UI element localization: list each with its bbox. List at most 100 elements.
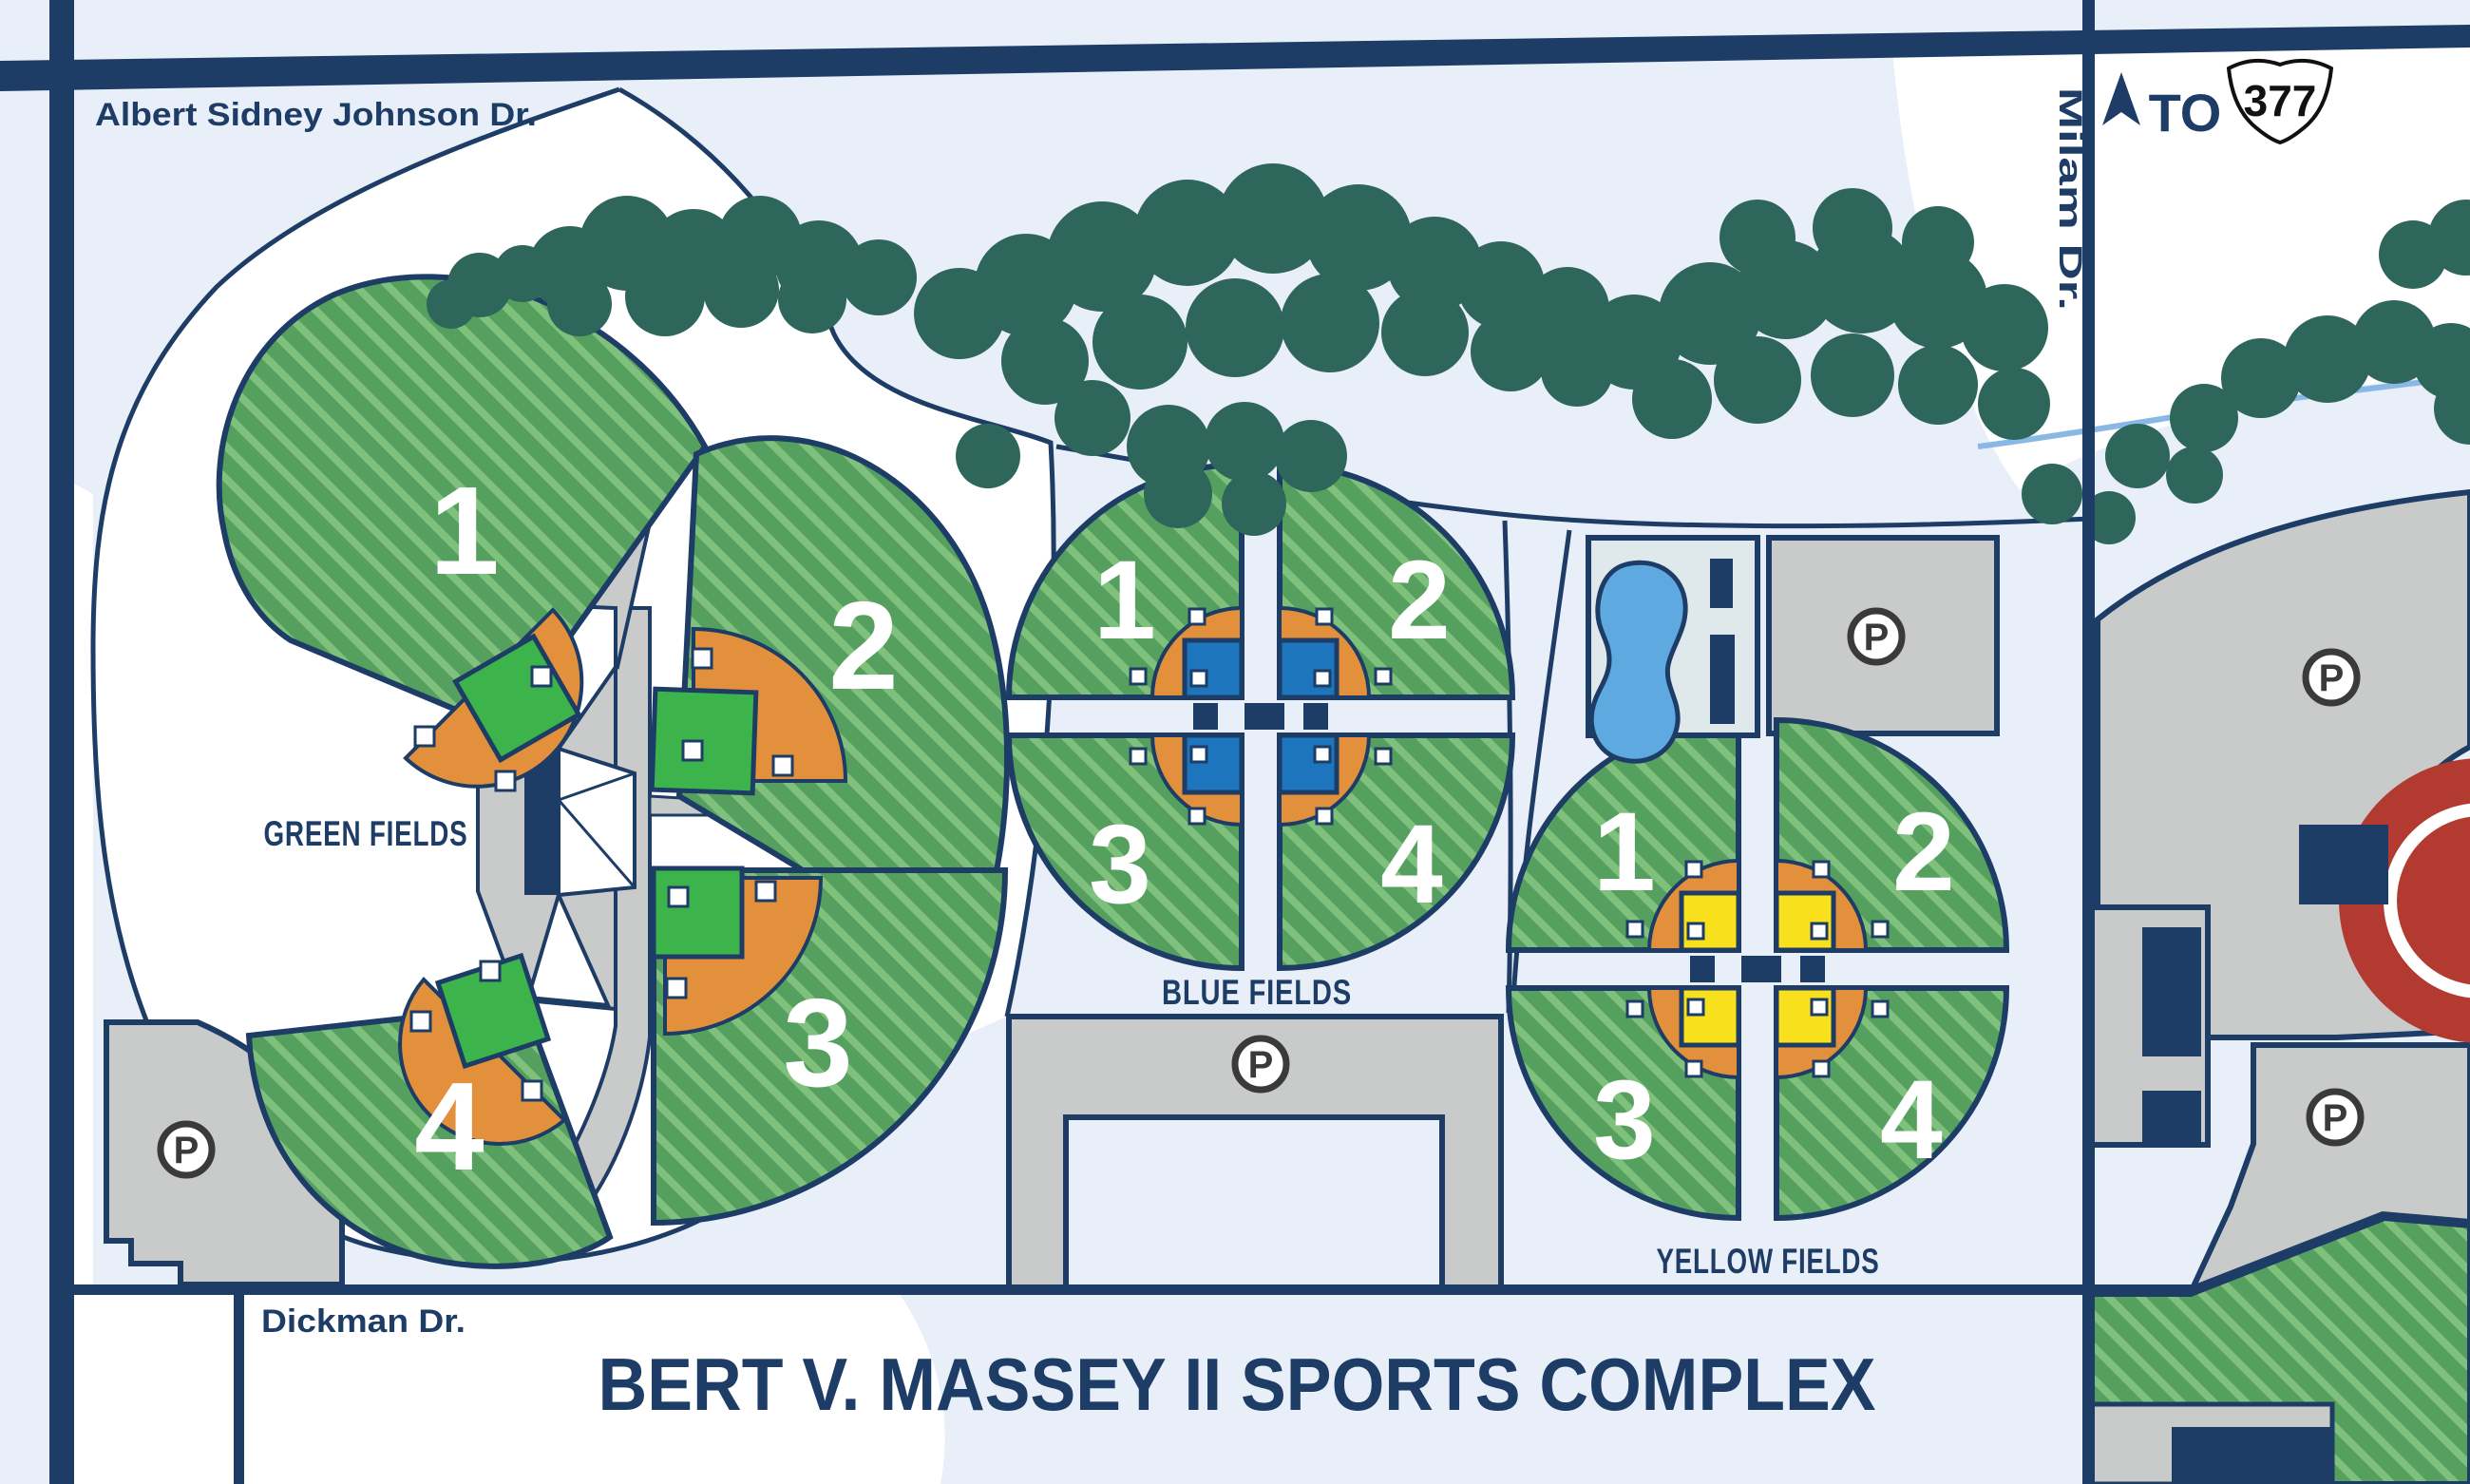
tree [1218, 163, 1328, 274]
green-field-2-diamond [649, 686, 759, 796]
base-marker [681, 739, 704, 762]
blue-field-2-number: 2 [1388, 538, 1451, 663]
highway-direction-sign: TO 377 [2102, 58, 2334, 145]
road-albert-sidney-johnson [0, 25, 2470, 91]
parking-icon-circle [2306, 1088, 2365, 1147]
page-title: BERT V. MASSEY II SPORTS COMPLEX [598, 1342, 1876, 1426]
green-field-3-diamond [651, 866, 745, 960]
base-marker [1188, 607, 1206, 626]
tree [2022, 464, 2082, 524]
base-marker [691, 647, 713, 670]
street-label-dickman: Dickman Dr. [261, 1303, 466, 1340]
parking-icon-letter: P [1864, 617, 1890, 658]
tree [703, 252, 779, 328]
green-field-2-number: 2 [828, 576, 898, 715]
blue-field-1-number: 1 [1093, 538, 1156, 663]
plaza-building [524, 751, 559, 895]
base-marker [479, 960, 502, 982]
road-dickman [61, 1284, 2196, 1295]
dugout-building [1303, 703, 1328, 730]
tree-canopy [427, 163, 2470, 544]
parking-icon-letter: P [1248, 1044, 1274, 1086]
tree [1305, 184, 1412, 291]
blue-field-4-diamond [1277, 732, 1340, 795]
street-label-milam: Milam Dr. [2052, 87, 2088, 311]
yellow-field-4-diamond [1774, 985, 1836, 1048]
parking-icon-letter: P [174, 1130, 200, 1171]
tree [1281, 274, 1379, 372]
base-marker [530, 665, 553, 688]
tree [778, 265, 846, 333]
base-marker [1810, 922, 1829, 941]
parking-icon: P [157, 1120, 216, 1179]
blue-field-3-number: 3 [1089, 802, 1151, 927]
base-marker [1684, 860, 1703, 879]
pool-complex [1586, 535, 1760, 764]
base-marker [771, 754, 794, 777]
tree [547, 272, 612, 336]
base-marker [1189, 745, 1208, 764]
tree [1457, 241, 1545, 329]
tree [1978, 368, 2050, 440]
base-marker [1686, 998, 1705, 1017]
tree [1092, 295, 1188, 390]
base-marker [1313, 669, 1332, 688]
yellow-bases [1625, 860, 1890, 1078]
boundary-west-loop [90, 86, 841, 1265]
base-marker [1625, 920, 1644, 939]
tree [2170, 384, 2238, 452]
tree [1381, 289, 1469, 376]
parking-icon: P [2302, 648, 2361, 707]
tree [1134, 180, 1241, 286]
blue-field-2-diamond [1277, 637, 1340, 700]
tree [2082, 491, 2136, 544]
base-marker [665, 977, 688, 999]
tree [1222, 471, 1286, 536]
yellow-fields-label: YELLOW FIELDS [1657, 1242, 1880, 1281]
pool-building [1710, 635, 1735, 724]
tree [2284, 315, 2371, 403]
tree [1714, 336, 1801, 424]
parking-icon: P [2306, 1088, 2365, 1147]
road-south-stub [234, 1284, 244, 1484]
base-marker [754, 880, 777, 903]
tree [2166, 447, 2223, 504]
tree [1813, 188, 1892, 268]
base-marker [1129, 747, 1148, 766]
dugout-building [1741, 956, 1781, 982]
base-marker [667, 885, 690, 908]
yellow-fields-cluster: 1 2 3 4 [1505, 716, 2010, 1222]
base-marker [1810, 998, 1829, 1017]
base-marker [1189, 669, 1208, 688]
yellow-field-3-number: 3 [1593, 1057, 1656, 1183]
tree [1001, 317, 1089, 405]
base-marker [1315, 807, 1334, 826]
tree [1902, 206, 1974, 278]
green-fields-label: GREEN FIELDS [264, 814, 468, 853]
base-marker [1812, 860, 1831, 879]
base-marker [1313, 745, 1332, 764]
tree [2428, 200, 2470, 276]
base-marker [521, 1079, 543, 1102]
swimming-pool [1588, 560, 1688, 764]
blue-field-1-diamond [1182, 637, 1244, 700]
building [2142, 1091, 2201, 1142]
base-marker [1684, 1059, 1703, 1078]
tree [1047, 201, 1157, 312]
tree [427, 279, 476, 329]
tree [1720, 200, 1796, 276]
base-marker [1374, 747, 1393, 766]
stadium-white-ring [2384, 803, 2470, 999]
yellow-center-buildings [1690, 956, 1825, 982]
parking-icon-circle [157, 1120, 216, 1179]
tree [841, 239, 917, 315]
tree [1275, 420, 1347, 492]
parking-icon: P [1231, 1035, 1290, 1094]
green-field-1-number: 1 [429, 461, 499, 600]
tree [1471, 312, 1550, 391]
building [2172, 1427, 2333, 1484]
base-marker [1871, 999, 1890, 1018]
plaza-fan-line-2 [557, 799, 636, 888]
